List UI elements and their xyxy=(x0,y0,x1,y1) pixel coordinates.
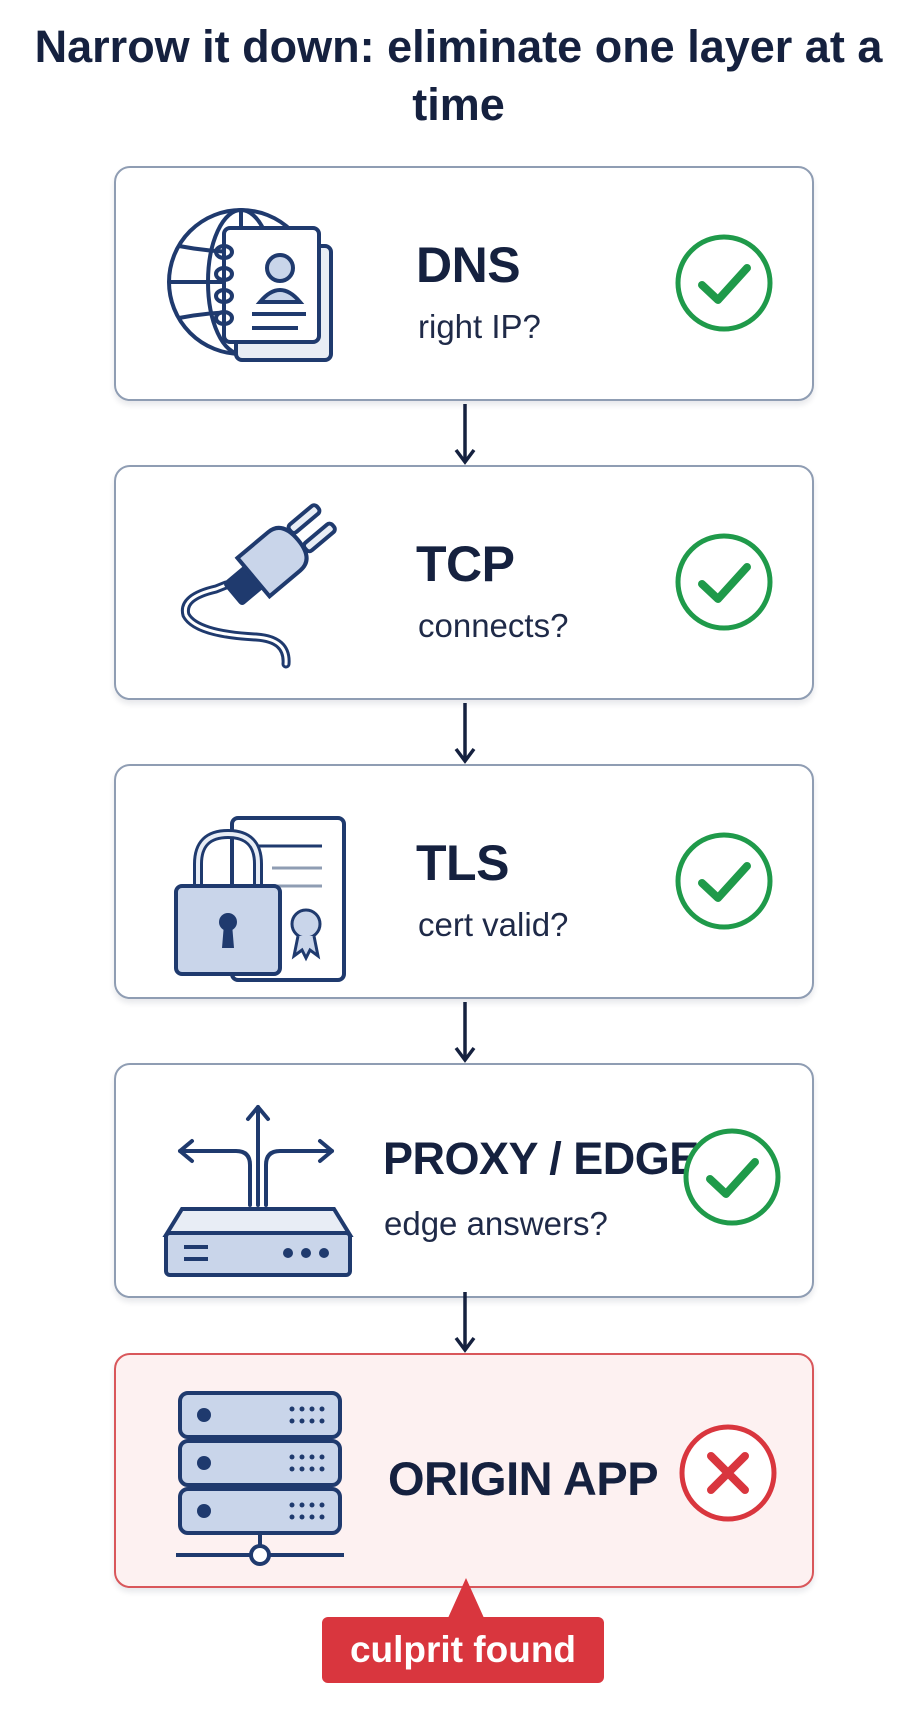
server-rack-icon xyxy=(156,1377,356,1567)
globe-contact-card-icon xyxy=(156,190,356,380)
layer-card-tcp: TCP connects? xyxy=(114,465,814,700)
layer-card-proxy-edge: PROXY / EDGE edge answers? xyxy=(114,1063,814,1298)
router-arrows-icon xyxy=(156,1087,356,1277)
layer-name: ORIGIN APP xyxy=(388,1452,659,1505)
layer-question: edge answers? xyxy=(384,1205,608,1242)
badge-pointer xyxy=(448,1578,484,1618)
layer-question: cert valid? xyxy=(418,906,569,943)
diagram-title: Narrow it down: eliminate one layer at a… xyxy=(34,21,883,130)
lock-certificate-icon xyxy=(156,788,356,982)
flow-arrow xyxy=(454,701,476,765)
flow-arrow xyxy=(454,402,476,466)
layer-question: connects? xyxy=(418,607,569,644)
layer-name: DNS xyxy=(416,237,521,293)
layer-question: right IP? xyxy=(418,308,541,345)
culprit-badge: culprit found xyxy=(322,1617,604,1683)
flow-arrow xyxy=(454,1000,476,1064)
check-icon xyxy=(674,831,774,931)
layer-card-dns: DNS right IP? xyxy=(114,166,814,401)
layer-card-tls: TLS cert valid? xyxy=(114,764,814,999)
flow-arrow xyxy=(454,1290,476,1354)
check-icon xyxy=(674,233,774,333)
layer-name: PROXY / EDGE xyxy=(383,1133,699,1184)
plug-icon xyxy=(156,489,356,679)
error-x-icon xyxy=(678,1423,778,1523)
check-icon xyxy=(682,1127,782,1227)
layer-card-origin-app: ORIGIN APP xyxy=(114,1353,814,1588)
check-icon xyxy=(674,532,774,632)
layer-name: TLS xyxy=(416,835,509,891)
layer-name: TCP xyxy=(416,536,515,592)
